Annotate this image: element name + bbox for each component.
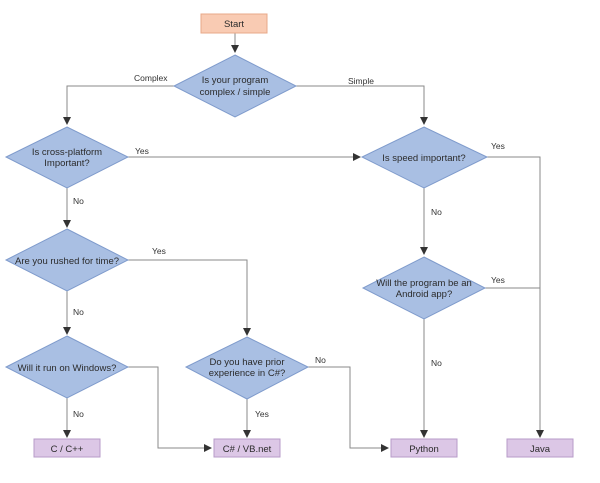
decision-cross-platform-line2: Important? bbox=[44, 158, 89, 169]
label-speed-yes: Yes bbox=[491, 141, 505, 151]
decision-windows-line1: Will it run on Windows? bbox=[18, 363, 117, 374]
outcome-java: Java bbox=[506, 438, 574, 458]
edge-complexity-simple bbox=[296, 85, 428, 125]
start-node: Start bbox=[200, 13, 268, 34]
label-android-yes: Yes bbox=[491, 275, 505, 285]
edge-speed-yes bbox=[487, 156, 544, 438]
label-complex: Complex bbox=[134, 73, 168, 83]
outcome-c: C / C++ bbox=[33, 438, 101, 458]
decision-speed: Is speed important? bbox=[360, 126, 489, 189]
decision-cross-platform: Is cross-platform Important? bbox=[4, 126, 130, 189]
label-windows-no: No bbox=[73, 409, 84, 419]
decision-android: Will the program be an Android app? bbox=[361, 256, 487, 320]
decision-complexity: Is your program complex / simple bbox=[172, 54, 298, 118]
edges bbox=[63, 33, 544, 452]
edge-complexity-complex bbox=[63, 85, 174, 125]
outcome-c-label: C / C++ bbox=[51, 444, 84, 455]
edge-csharp-no bbox=[308, 366, 389, 452]
decision-android-line2: Android app? bbox=[396, 289, 453, 300]
outcome-csharp: C# / VB.net bbox=[213, 438, 281, 458]
label-cross-no: No bbox=[73, 196, 84, 206]
edge-labels: Complex Simple Yes No Yes No Yes No Yes … bbox=[73, 73, 505, 419]
start-label: Start bbox=[224, 19, 244, 30]
decision-rushed: Are you rushed for time? bbox=[4, 228, 130, 292]
edge-rushed-yes bbox=[128, 259, 251, 336]
outcome-python-label: Python bbox=[409, 444, 439, 455]
decision-rushed-line1: Are you rushed for time? bbox=[15, 256, 119, 267]
decision-csharp-line1: Do you have prior bbox=[210, 357, 285, 368]
decision-windows: Will it run on Windows? bbox=[4, 335, 130, 399]
label-android-no: No bbox=[431, 358, 442, 368]
label-csharp-yes: Yes bbox=[255, 409, 269, 419]
label-rushed-yes: Yes bbox=[152, 246, 166, 256]
outcome-csharp-label: C# / VB.net bbox=[223, 444, 272, 455]
label-rushed-no: No bbox=[73, 307, 84, 317]
edge-windows-yes bbox=[128, 366, 212, 452]
decision-complexity-line2: complex / simple bbox=[200, 87, 271, 98]
outcome-java-label: Java bbox=[530, 444, 551, 455]
decision-csharp-line2: experience in C#? bbox=[209, 368, 286, 379]
decision-speed-line1: Is speed important? bbox=[382, 153, 465, 164]
decision-android-line1: Will the program be an bbox=[376, 278, 472, 289]
label-csharp-no: No bbox=[315, 355, 326, 365]
label-cross-yes: Yes bbox=[135, 146, 149, 156]
label-speed-no: No bbox=[431, 207, 442, 217]
decision-complexity-line1: Is your program bbox=[202, 75, 269, 86]
decision-csharp: Do you have prior experience in C#? bbox=[184, 336, 310, 400]
outcome-python: Python bbox=[390, 438, 458, 458]
label-simple: Simple bbox=[348, 76, 374, 86]
decision-cross-platform-line1: Is cross-platform bbox=[32, 147, 102, 158]
